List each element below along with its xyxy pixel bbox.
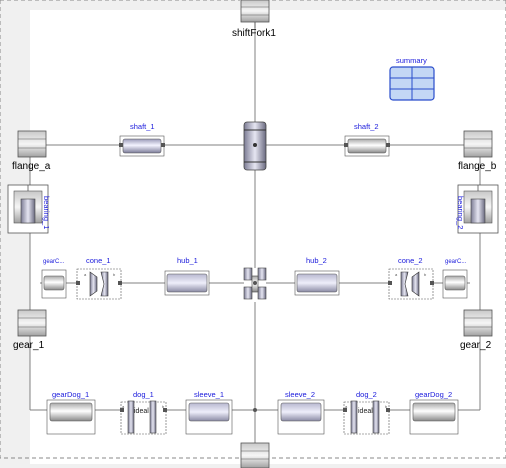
sleeve-1-label: sleeve_1 [194,390,224,399]
shiftfork-port-top[interactable] [240,0,270,28]
gear-1-label: gear_1 [13,340,45,351]
dog-1-pin-a: a [122,404,125,409]
bearing-1-block[interactable] [7,184,49,234]
hub-2-label: hub_2 [306,256,327,265]
flange-b-port[interactable] [463,130,493,158]
central-coupling-top[interactable] [243,121,267,171]
gearcone-2-block[interactable] [442,269,468,299]
gear-1-port[interactable] [17,309,47,337]
dog-2-mode: ideal [358,408,373,415]
cone-1-pin-b: b [113,272,116,277]
hub-1-label: hub_1 [177,256,198,265]
dog-1-label: dog_1 [133,390,154,399]
geardog-2-block[interactable] [409,399,459,435]
dog-2-label: dog_2 [356,390,377,399]
shiftfork-label: shiftFork1 [232,28,276,39]
dog-1-mode: ideal [134,408,149,415]
bearing-1-label: bearing_1 [42,196,51,229]
bearing-2-label: bearing_2 [456,196,465,229]
shaft-1-label: shaft_1 [130,122,155,131]
cone-1-label: cone_1 [86,256,111,265]
sleeve-2-label: sleeve_2 [285,390,315,399]
flange-b-label: flange_b [458,161,497,172]
gear-2-label: gear_2 [460,340,492,351]
gearcone-1-block[interactable] [41,269,67,299]
gear-2-port[interactable] [463,309,493,337]
shaft-1-block[interactable] [119,135,165,157]
cone-2-pin-b: b [424,272,427,277]
cone-2-label: cone_2 [398,256,423,265]
junction-dot-bottom [253,408,257,412]
dog-2-pin-b: b [385,404,388,409]
geardog-1-label: gearDog_1 [52,390,89,399]
geardog-2-label: gearDog_2 [415,390,452,399]
gearcone-2-label: gearC... [445,259,467,265]
cone-2-block[interactable] [388,268,434,300]
sleeve-2-block[interactable] [277,399,325,435]
dog-1-pin-b: b [162,404,165,409]
cone-1-block[interactable] [76,268,122,300]
cone-1-pin-a: a [84,272,87,277]
dog-1-block[interactable] [120,400,167,435]
shiftfork-port-bottom[interactable] [240,442,270,468]
summary-label: summary [396,56,427,65]
shaft-2-block[interactable] [344,135,390,157]
hub-2-block[interactable] [294,270,340,296]
sleeve-1-block[interactable] [185,399,233,435]
cone-2-pin-a: a [395,272,398,277]
dog-2-block[interactable] [343,400,390,435]
gearcone-1-label: gearC... [43,259,65,265]
dog-2-pin-a: a [345,404,348,409]
flange-a-label: flange_a [12,161,51,172]
geardog-1-block[interactable] [46,399,96,435]
summary-table-icon[interactable] [389,66,435,101]
bearing-2-block[interactable] [457,184,499,234]
shaft-2-label: shaft_2 [354,122,379,131]
hub-1-block[interactable] [164,270,210,296]
junction-dot-middle [253,281,257,285]
flange-a-port[interactable] [17,130,47,158]
